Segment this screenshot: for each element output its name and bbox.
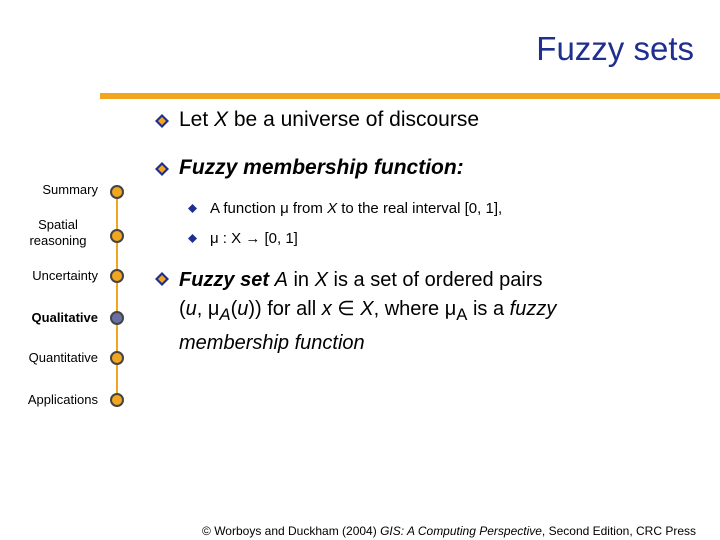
- nav-timeline: [116, 191, 118, 403]
- fs-l3: membership function: [179, 332, 365, 354]
- fs-l2-b: , μ: [196, 298, 220, 320]
- bullet-universe: Let X be a universe of discourse: [179, 108, 479, 132]
- diamond-bullet-icon: [155, 272, 169, 286]
- fs-l2-d: )) for all: [248, 298, 322, 320]
- bullet-fuzzy-set: Fuzzy set A in X is a set of ordered pai…: [179, 266, 556, 358]
- fs-l2-A2: A: [456, 305, 468, 324]
- sub1-pre: A function: [210, 200, 281, 217]
- fs-l2-c: (: [230, 298, 238, 320]
- copyright-symbol: ©: [202, 524, 211, 538]
- nav-label-applications[interactable]: Applications: [27, 392, 98, 407]
- small-diamond-bullet-icon: [188, 204, 197, 213]
- fs-l2-u: u: [185, 298, 197, 320]
- bullet-universe-post: be a universe of discourse: [228, 108, 480, 131]
- nav-dot-uncertainty[interactable]: [110, 269, 124, 283]
- fs-l2-A: A: [219, 305, 231, 324]
- fs-l2-fuzzy: fuzzy: [509, 298, 557, 320]
- footer-citation: © Worboys and Duckham (2004) GIS: A Comp…: [202, 524, 696, 538]
- nav-label-quantitative[interactable]: Quantitative: [28, 350, 98, 365]
- sub1-var: X: [327, 200, 338, 217]
- nav-label-spatial-reasoning[interactable]: Spatial reasoning: [29, 217, 87, 248]
- nav-dot-applications[interactable]: [110, 393, 124, 407]
- footer-book: GIS: A Computing Perspective: [380, 524, 542, 538]
- nav-label-summary[interactable]: Summary: [42, 182, 98, 197]
- bullet-fuzzy-set-line3: membership function: [179, 329, 556, 358]
- sub1-mu: μ: [280, 200, 289, 217]
- fs-l1-a: Fuzzy set: [179, 269, 275, 291]
- fs-l2-X: X: [360, 298, 374, 320]
- sub-bullet-function: A function μ from X to the real interval…: [210, 200, 502, 217]
- slide-title: Fuzzy sets: [536, 30, 694, 67]
- fs-l2-e: ∈: [331, 298, 361, 320]
- title-rule: [100, 93, 720, 99]
- sub1-post: to the real interval [0, 1],: [337, 200, 503, 217]
- fs-l2-x: x: [321, 298, 332, 320]
- fs-l1-c: in: [287, 269, 315, 291]
- nav-dot-spatial-reasoning[interactable]: [110, 229, 124, 243]
- bullet-membership: Fuzzy membership function:: [179, 156, 464, 179]
- sub1-mid: from: [288, 200, 328, 217]
- bullet-fuzzy-set-line1: Fuzzy set A in X is a set of ordered pai…: [179, 266, 556, 295]
- nav-label-qualitative[interactable]: Qualitative: [31, 310, 98, 325]
- small-diamond-bullet-icon: [188, 234, 197, 243]
- nav-label-uncertainty[interactable]: Uncertainty: [32, 268, 98, 283]
- bullet-universe-pre: Let: [179, 108, 215, 131]
- nav-dot-quantitative[interactable]: [110, 351, 124, 365]
- sub-bullet-mapping: μ : X → [0, 1]: [210, 230, 298, 247]
- fs-l2-u2: u: [237, 298, 249, 320]
- fs-l2-g: is a: [467, 298, 510, 320]
- diamond-bullet-icon: [155, 114, 169, 128]
- bullet-universe-var: X: [214, 108, 229, 131]
- diamond-bullet-icon: [155, 162, 169, 176]
- footer-post: , Second Edition, CRC Press: [541, 524, 696, 538]
- fs-l1-b: A: [274, 269, 288, 291]
- fs-l2-a: (: [179, 298, 186, 320]
- fs-l1-d: X: [314, 269, 328, 291]
- bullet-fuzzy-set-line2: (u, μA(u)) for all x ∈ X, where μA is a …: [179, 295, 556, 329]
- nav-dot-summary[interactable]: [110, 185, 124, 199]
- fs-l2-f: , where μ: [373, 298, 457, 320]
- fs-l1-e: is a set of ordered pairs: [327, 269, 543, 291]
- nav-dot-qualitative[interactable]: [110, 311, 124, 325]
- footer-pre: Worboys and Duckham (2004): [210, 524, 381, 538]
